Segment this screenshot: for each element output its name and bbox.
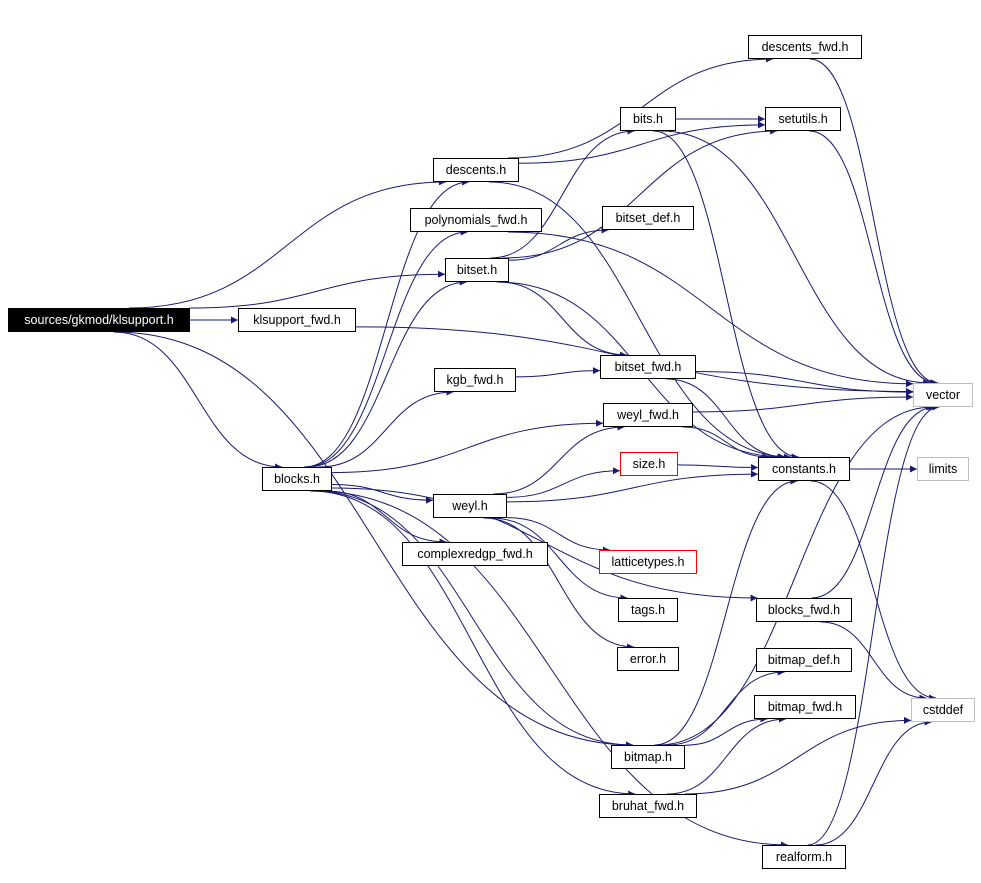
edge-bruhat_fwd-to-cstddef <box>684 716 912 795</box>
edge-klsupport-to-bitmap <box>114 331 633 749</box>
edge-weyl-to-error <box>483 517 635 651</box>
edge-blocks-to-bitset <box>307 278 467 468</box>
edge-klsupport-to-blocks <box>113 331 283 471</box>
edge-blocks-to-weyl_fwd <box>331 419 604 474</box>
node-klsupport-h[interactable]: sources/gkmod/klsupport.h <box>8 308 190 332</box>
edge-blocks_fwd-to-vector <box>811 403 936 599</box>
node-cstddef[interactable]: cstddef <box>911 698 975 722</box>
node-weyl-fwd-h[interactable]: weyl_fwd.h <box>603 403 693 427</box>
node-bitmap-def-h[interactable]: bitmap_def.h <box>756 648 852 672</box>
edge-blocks-to-complexredgp_fwd <box>325 490 447 546</box>
node-bitset-h[interactable]: bitset.h <box>445 258 509 282</box>
node-bruhat-fwd-h[interactable]: bruhat_fwd.h <box>599 794 697 818</box>
edge-bitmap-to-bitmap_def <box>667 668 785 746</box>
node-size-h[interactable]: size.h <box>620 452 678 476</box>
edge-bits-to-vector <box>660 130 931 387</box>
edge-klsupport-to-bitset <box>189 270 446 309</box>
edge-realform-to-vector <box>807 403 940 846</box>
edge-blocks-to-bruhat_fwd <box>309 490 636 798</box>
node-blocks-h[interactable]: blocks.h <box>262 467 332 491</box>
node-tags-h[interactable]: tags.h <box>618 598 678 622</box>
edge-blocks-to-realform <box>313 490 788 849</box>
edge-size-to-constants <box>677 464 759 472</box>
edge-weyl-to-tags <box>490 517 628 602</box>
edge-weyl-to-constants <box>506 470 759 503</box>
edge-weyl_fwd-to-vector <box>692 393 914 413</box>
node-descents-fwd-h[interactable]: descents_fwd.h <box>748 35 862 59</box>
edge-bitset_fwd-to-vector <box>695 371 914 396</box>
edge-weyl-to-size <box>506 467 621 498</box>
edge-descents-to-constants <box>489 181 791 461</box>
edge-bitmap-to-constants <box>654 477 798 746</box>
edge-bitset-to-bits <box>490 127 635 259</box>
node-complexredgp-fwd-h[interactable]: complexredgp_fwd.h <box>402 542 548 566</box>
edge-blocks-to-polynomials_fwd <box>305 228 468 468</box>
edge-kgb_fwd-to-bitset_fwd <box>515 367 601 378</box>
node-bitset-fwd-h[interactable]: bitset_fwd.h <box>600 355 696 379</box>
edge-blocks-to-descents <box>303 178 470 468</box>
edge-weyl_fwd-to-constants <box>682 426 770 461</box>
node-weyl-h[interactable]: weyl.h <box>433 494 507 518</box>
edge-bitmap-to-vector <box>657 403 934 746</box>
node-polynomials-fwd-h[interactable]: polynomials_fwd.h <box>410 208 542 232</box>
edge-bitset-to-bitset_def <box>508 226 609 261</box>
edge-blocks_fwd-to-cstddef <box>820 621 927 702</box>
edge-bitmap-to-bitmap_fwd <box>684 715 768 746</box>
node-realform-h[interactable]: realform.h <box>762 845 846 869</box>
edge-blocks-to-bitmap <box>312 490 633 749</box>
edge-descents_fwd-to-vector <box>809 58 939 387</box>
edge-bits-to-constants <box>653 130 799 461</box>
node-bitmap-fwd-h[interactable]: bitmap_fwd.h <box>754 695 856 719</box>
edge-polynomials_fwd-to-vector <box>508 231 914 388</box>
edge-weyl-to-weyl_fwd <box>493 423 625 495</box>
node-bitset-def-h[interactable]: bitset_def.h <box>602 206 694 230</box>
edge-klsupport-to-descents <box>129 178 446 309</box>
node-latticetypes-h[interactable]: latticetypes.h <box>599 550 697 574</box>
node-bitmap-h[interactable]: bitmap.h <box>611 745 685 769</box>
node-error-h[interactable]: error.h <box>617 647 679 671</box>
edge-realform-to-cstddef <box>815 718 932 846</box>
node-kgb-fwd-h[interactable]: kgb_fwd.h <box>434 368 516 392</box>
edge-weyl-to-latticetypes <box>506 517 610 554</box>
node-setutils-h[interactable]: setutils.h <box>765 107 841 131</box>
node-vector[interactable]: vector <box>913 383 973 407</box>
node-blocks-fwd-h[interactable]: blocks_fwd.h <box>756 598 852 622</box>
edge-blocks-to-kgb_fwd <box>318 388 454 468</box>
node-klsupport-fwd-h[interactable]: klsupport_fwd.h <box>238 308 356 332</box>
node-descents-h[interactable]: descents.h <box>433 158 519 182</box>
edge-blocks-to-weyl <box>331 483 434 504</box>
edge-bitset-to-setutils <box>502 127 778 259</box>
edge-bitset-to-bitset_fwd <box>498 281 627 359</box>
node-constants-h[interactable]: constants.h <box>758 457 850 481</box>
edge-setutils-to-vector <box>809 130 937 387</box>
node-limits[interactable]: limits <box>917 457 969 481</box>
edge-bruhat_fwd-to-bitmap_fwd <box>667 715 786 795</box>
edge-descents-to-setutils <box>518 121 766 164</box>
node-bits-h[interactable]: bits.h <box>620 107 676 131</box>
